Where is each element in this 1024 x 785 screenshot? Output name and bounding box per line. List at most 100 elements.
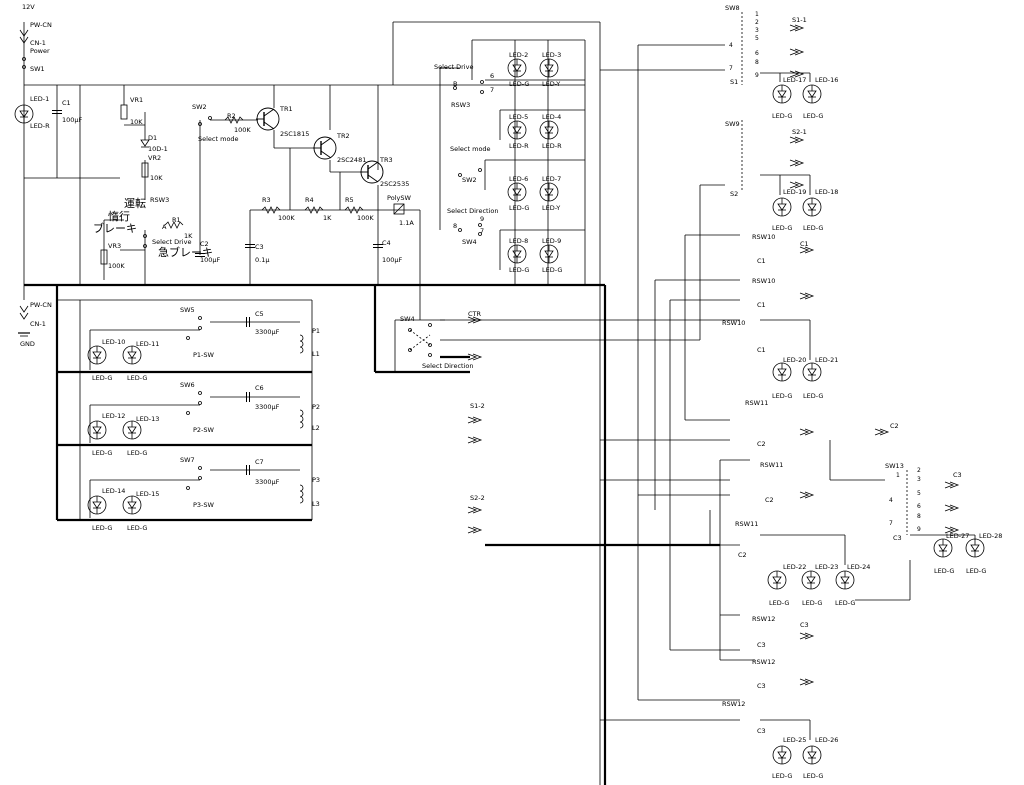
label-led10: LED-10 xyxy=(102,338,125,346)
label-c2-b: C2 xyxy=(757,440,766,448)
ground-bus xyxy=(24,283,720,785)
label-led17-color: LED-G xyxy=(772,112,792,120)
label-rsw10-c: RSW10 xyxy=(722,319,745,327)
label-emergency: 急ブレーキ xyxy=(158,245,213,259)
label-unten: 運転 xyxy=(124,197,146,210)
labels-power: 12V PW-CN CN-1 Power SW1 PW-CN CN-1 GND xyxy=(20,3,52,348)
label-led21-color: LED-G xyxy=(803,392,823,400)
label-c4-val: 100μF xyxy=(382,256,403,264)
label-sw2: SW2 xyxy=(192,103,207,111)
label-led26: LED-26 xyxy=(815,736,838,744)
label-sw8-pin9: 9 xyxy=(755,72,759,79)
label-led11: LED-11 xyxy=(136,340,159,348)
label-l2: L2 xyxy=(312,424,320,432)
label-led14-color: LED-G xyxy=(92,524,112,532)
label-sw9: SW9 xyxy=(725,120,740,128)
label-led10-color: LED-G xyxy=(92,374,112,382)
label-vr2-val: 10K xyxy=(150,174,163,182)
label-sw1: SW1 xyxy=(30,65,45,73)
label-c3-a: C3 xyxy=(953,471,962,479)
label-sw7: SW7 xyxy=(180,456,195,464)
label-c5: C5 xyxy=(255,310,264,318)
label-led21: LED-21 xyxy=(815,356,838,364)
label-rsw12-a: RSW12 xyxy=(752,615,775,623)
label-led14: LED-14 xyxy=(102,487,125,495)
label-sw13-pin9: 9 xyxy=(917,526,921,533)
label-led9-color: LED-G xyxy=(542,266,562,274)
label-select-drive: Select Drive xyxy=(152,238,191,246)
label-sw8-pin3: 3 xyxy=(755,27,759,34)
label-c2-a: C2 xyxy=(890,422,899,430)
label-n7: 7 xyxy=(490,86,494,94)
label-r2: R2 xyxy=(227,112,236,120)
label-vr1: VR1 xyxy=(130,96,143,104)
label-gnd: GND xyxy=(20,340,35,348)
label-led19: LED-19 xyxy=(783,188,806,196)
label-led28-color: LED-G xyxy=(966,567,986,575)
label-vr3-val: 100K xyxy=(108,262,125,270)
label-c6: C6 xyxy=(255,384,264,392)
label-c3: C3 xyxy=(255,243,264,251)
label-led6-color: LED-G xyxy=(509,204,529,212)
label-c2-d: C2 xyxy=(738,551,747,559)
label-c2-val: 100μF xyxy=(200,256,221,264)
label-r1-val: 1K xyxy=(184,232,193,240)
label-c3-f: C3 xyxy=(757,727,766,735)
label-s1-1: S1-1 xyxy=(792,16,807,24)
label-sw13-pin5: 5 xyxy=(917,490,921,497)
label-led16: LED-16 xyxy=(815,76,838,84)
label-r5-val: 100K xyxy=(357,214,374,222)
label-tr1-val: 2SC1815 xyxy=(280,130,309,138)
label-led13: LED-13 xyxy=(136,415,159,423)
labels-switchpanel: Select Drive B 6 7 RSW3 Select mode SW2 … xyxy=(434,51,562,274)
label-c3-val: 0.1μ xyxy=(255,256,269,264)
label-c7: C7 xyxy=(255,458,264,466)
label-r3-val: 100K xyxy=(278,214,295,222)
label-led12-color: LED-G xyxy=(92,449,112,457)
label-led24-color: LED-G xyxy=(835,599,855,607)
label-sw13-pin6: 6 xyxy=(917,503,921,510)
label-inertia: 惰行 xyxy=(108,209,130,223)
label-select-direction: Select Direction xyxy=(447,207,498,215)
label-sw13: SW13 xyxy=(885,462,904,470)
label-c1-b: C1 xyxy=(757,257,766,265)
label-s1-2: S1-2 xyxy=(470,402,485,410)
label-c1-d: C1 xyxy=(757,346,766,354)
label-n6: 6 xyxy=(490,72,494,80)
label-rsw11-c: RSW11 xyxy=(735,520,758,528)
label-vr1-val: 10K xyxy=(130,118,143,126)
label-led1-color: LED-R xyxy=(30,122,50,130)
label-c3-e: C3 xyxy=(757,682,766,690)
label-rsw11-b: RSW11 xyxy=(760,461,783,469)
label-p1: P1 xyxy=(312,327,320,335)
label-led3: LED-3 xyxy=(542,51,561,59)
label-c6-val: 3300μF xyxy=(255,403,280,411)
label-12v: 12V xyxy=(22,3,35,11)
label-sw8-pin6: 6 xyxy=(755,50,759,57)
label-led13-color: LED-G xyxy=(127,449,147,457)
label-sw13-pin4: 4 xyxy=(889,497,893,504)
label-sw5: SW5 xyxy=(180,306,195,314)
labels-left: LED-1 LED-R C1 100μF VR1 10K D1 10D-1 VR… xyxy=(30,95,221,270)
label-p3: P3 xyxy=(312,476,320,484)
label-c2: C2 xyxy=(200,240,209,248)
label-led3-color: LED-Y xyxy=(542,80,560,88)
label-led28: LED-28 xyxy=(979,532,1002,540)
label-c5-val: 3300μF xyxy=(255,328,280,336)
label-c1-val: 100μF xyxy=(62,116,83,124)
label-led4-color: LED-R xyxy=(542,142,562,150)
label-c3-c: C3 xyxy=(800,621,809,629)
label-led22-color: LED-G xyxy=(769,599,789,607)
label-vr2: VR2 xyxy=(148,154,161,162)
label-ctr: CTR xyxy=(468,310,482,318)
label-led15-color: LED-G xyxy=(127,524,147,532)
label-s2-1: S2-1 xyxy=(792,128,807,136)
label-led15: LED-15 xyxy=(136,490,159,498)
labels-direction: SW4 CTR Select Direction xyxy=(400,310,482,370)
label-sw4-2: SW4 xyxy=(462,238,477,246)
label-c4: C4 xyxy=(382,239,391,247)
label-led7-color: LED-Y xyxy=(542,204,560,212)
label-p1sw: P1-SW xyxy=(193,351,215,359)
label-tr2-val: 2SC2481 xyxy=(337,156,366,164)
